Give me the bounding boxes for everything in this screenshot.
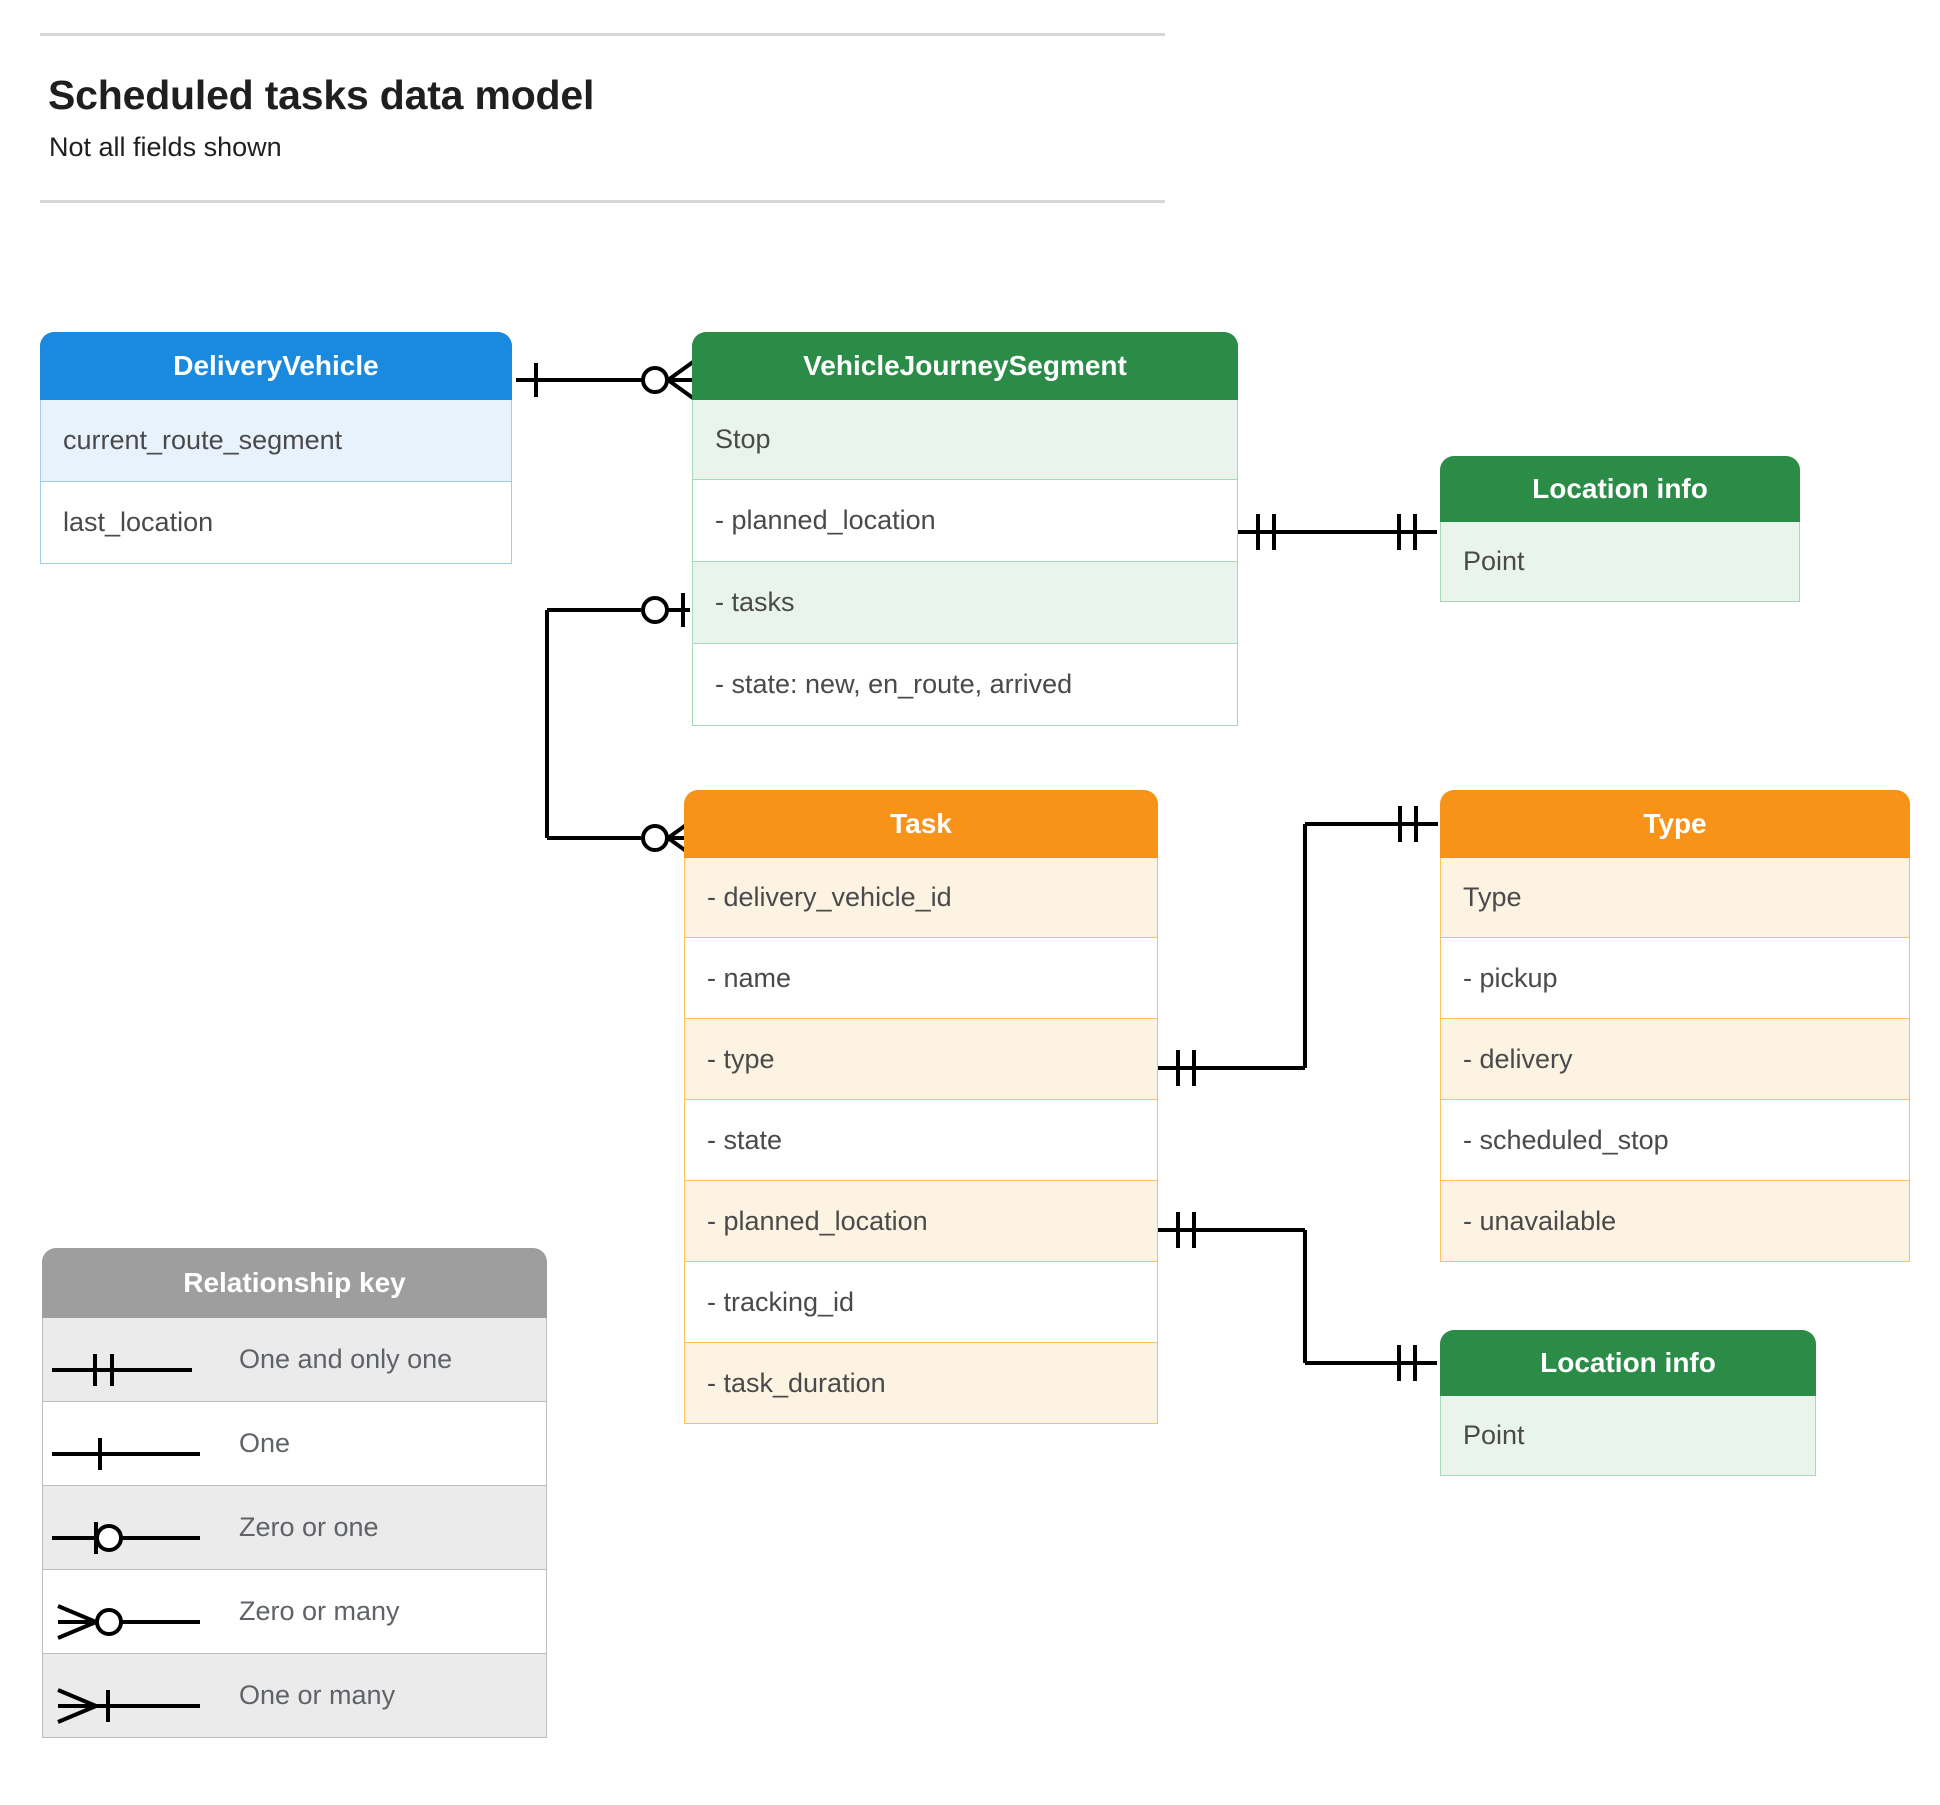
field-row[interactable]: - tracking_id [684,1262,1158,1343]
entity-location-info-bottom[interactable]: Location info Point [1440,1330,1816,1476]
page-subtitle: Not all fields shown [49,132,282,162]
legend-item-label: Zero or many [239,1596,400,1626]
header-divider-top [40,33,1165,36]
entity-header-location-info-bottom: Location info [1440,1330,1816,1396]
field-row[interactable]: current_route_segment [40,400,512,482]
legend-item-label: One [239,1428,291,1458]
entity-vehicle-journey-segment[interactable]: VehicleJourneySegment Stop - planned_loc… [692,332,1238,726]
field-row[interactable]: - state [684,1100,1158,1181]
field-row[interactable]: Type [1440,858,1910,938]
field-row[interactable]: - name [684,938,1158,1019]
field-row[interactable]: - state: new, en_route, arrived [692,644,1238,726]
relationship-key-legend: Relationship key One and only one One Ze… [42,1248,547,1738]
legend-item: One [42,1402,547,1486]
legend-item-label: One or many [239,1680,396,1710]
legend-item: One and only one [42,1318,547,1402]
entity-rows-vehicle-journey-segment: Stop - planned_location - tasks - state:… [692,400,1238,726]
entity-rows-location-info-bottom: Point [1440,1396,1816,1476]
entity-location-info-top[interactable]: Location info Point [1440,456,1800,602]
field-row[interactable]: - task_duration [684,1343,1158,1424]
legend-item: Zero or one [42,1486,547,1570]
field-row[interactable]: - type [684,1019,1158,1100]
field-row[interactable]: - tasks [692,562,1238,644]
entity-header-type: Type [1440,790,1910,858]
legend-rows: One and only one One Zero or one Zero or… [42,1318,547,1738]
entity-rows-location-info-top: Point [1440,522,1800,602]
field-row[interactable]: - delivery [1440,1019,1910,1100]
field-row[interactable]: Point [1440,522,1800,602]
field-row[interactable]: Stop [692,400,1238,480]
field-row[interactable]: last_location [40,482,512,564]
legend-item: Zero or many [42,1570,547,1654]
field-row[interactable]: - unavailable [1440,1181,1910,1262]
legend-item: One or many [42,1654,547,1738]
field-row[interactable]: - delivery_vehicle_id [684,858,1158,938]
entity-type[interactable]: Type Type - pickup - delivery - schedule… [1440,790,1910,1262]
entity-rows-task: - delivery_vehicle_id - name - type - st… [684,858,1158,1424]
field-row[interactable]: - pickup [1440,938,1910,1019]
field-row[interactable]: - scheduled_stop [1440,1100,1910,1181]
entity-delivery-vehicle[interactable]: DeliveryVehicle current_route_segment la… [40,332,512,564]
field-row[interactable]: - planned_location [684,1181,1158,1262]
field-row[interactable]: Point [1440,1396,1816,1476]
entity-header-vehicle-journey-segment: VehicleJourneySegment [692,332,1238,400]
field-row[interactable]: - planned_location [692,480,1238,562]
header-divider-bottom [40,200,1165,203]
legend-header: Relationship key [42,1248,547,1318]
legend-item-label: One and only one [239,1344,453,1374]
entity-header-location-info-top: Location info [1440,456,1800,522]
legend-item-label: Zero or one [239,1512,379,1542]
entity-rows-type: Type - pickup - delivery - scheduled_sto… [1440,858,1910,1262]
entity-rows-delivery-vehicle: current_route_segment last_location [40,400,512,564]
page-title: Scheduled tasks data model [48,72,595,118]
entity-header-delivery-vehicle: DeliveryVehicle [40,332,512,400]
entity-header-task: Task [684,790,1158,858]
entity-task[interactable]: Task - delivery_vehicle_id - name - type… [684,790,1158,1424]
